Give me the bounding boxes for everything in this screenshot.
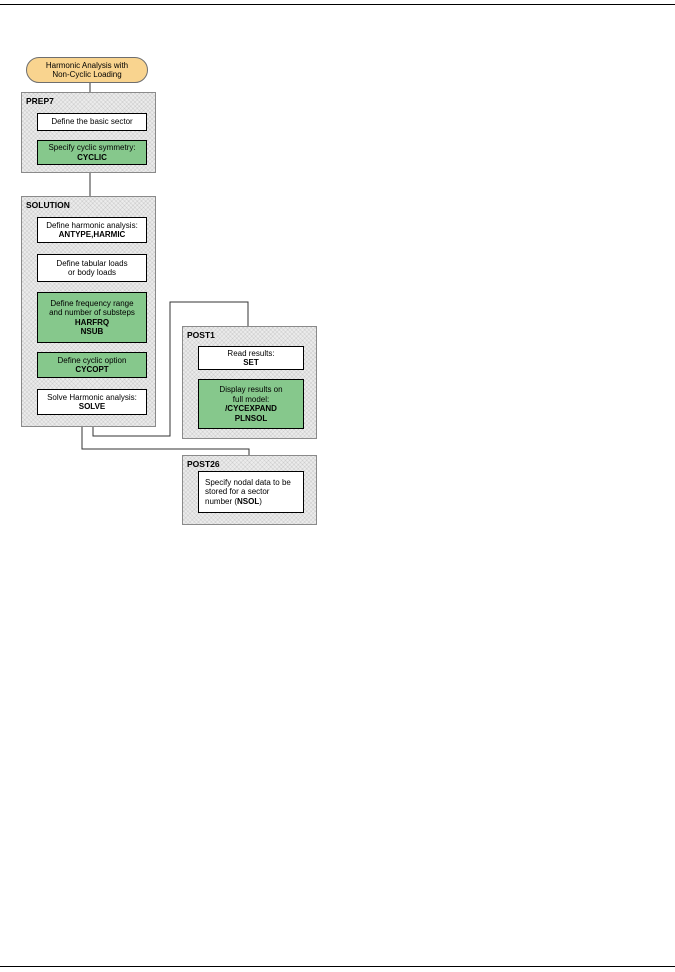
read-results-label: Read results: — [227, 348, 275, 358]
frequency-command-nsub: NSUB — [80, 327, 104, 336]
start-label-line2: Non-Cyclic Loading — [52, 70, 122, 79]
define-basic-sector-step: Define the basic sector — [37, 113, 147, 131]
arrow-solve-to-post1 — [92, 301, 251, 437]
cycopt-label: Define cyclic option — [57, 355, 127, 365]
nodal-command: NSOL — [237, 496, 260, 506]
display-results-step: Display results on full model: /CYCEXPAN… — [198, 379, 304, 429]
cyclic-label: Specify cyclic symmetry: — [48, 143, 136, 152]
specify-nodal-data-step: Specify nodal data to be stored for a se… — [198, 471, 304, 513]
cycopt-command: CYCOPT — [75, 365, 109, 374]
specify-cyclic-symmetry-step: Specify cyclic symmetry: CYCLIC — [37, 140, 147, 165]
loads-label-line1: Define tabular loads — [56, 258, 128, 268]
frequency-label-line1: Define frequency range — [50, 298, 134, 308]
page-top-rule — [0, 4, 675, 5]
solve-label: Solve Harmonic analysis: — [47, 392, 137, 402]
harmonic-label: Define harmonic analysis: — [46, 220, 138, 230]
prep7-title: PREP7 — [26, 96, 54, 106]
nodal-label-line2: stored for a sector — [205, 487, 270, 497]
loads-label-line2: or body loads — [67, 268, 117, 277]
define-frequency-range-step: Define frequency range and number of sub… — [37, 292, 147, 343]
start-terminal: Harmonic Analysis with Non-Cyclic Loadin… — [26, 57, 148, 83]
nodal-label-line3: number (NSOL) — [205, 497, 262, 507]
harmonic-command: ANTYPE,HARMIC — [58, 230, 126, 239]
define-loads-step: Define tabular loads or body loads — [37, 254, 147, 282]
read-results-command: SET — [243, 358, 259, 367]
post1-title: POST1 — [187, 330, 215, 340]
cyclic-command: CYCLIC — [77, 152, 107, 162]
page-bottom-rule — [0, 966, 675, 967]
define-harmonic-analysis-step: Define harmonic analysis: ANTYPE,HARMIC — [37, 217, 147, 243]
solve-command: SOLVE — [78, 402, 106, 411]
frequency-command-harfrq: HARFRQ — [74, 317, 110, 327]
read-results-step: Read results: SET — [198, 346, 304, 370]
display-label-line2: full model: — [232, 394, 270, 404]
frequency-label-line2: and number of substeps — [49, 308, 135, 317]
nodal-label-prefix: number ( — [205, 496, 238, 506]
display-command-cycexpand: /CYCEXPAND — [225, 404, 277, 413]
post26-title: POST26 — [187, 459, 220, 469]
display-command-plnsol: PLNSOL — [234, 413, 268, 423]
display-label-line1: Display results on — [219, 385, 283, 394]
start-label-line1: Harmonic Analysis with — [45, 60, 129, 70]
define-basic-sector-label: Define the basic sector — [51, 117, 133, 127]
solution-title: SOLUTION — [26, 200, 70, 210]
nodal-label-suffix: ) — [259, 496, 262, 506]
define-cyclic-option-step: Define cyclic option CYCOPT — [37, 352, 147, 378]
solve-harmonic-analysis-step: Solve Harmonic analysis: SOLVE — [37, 389, 147, 415]
nodal-label-line1: Specify nodal data to be — [205, 477, 291, 487]
